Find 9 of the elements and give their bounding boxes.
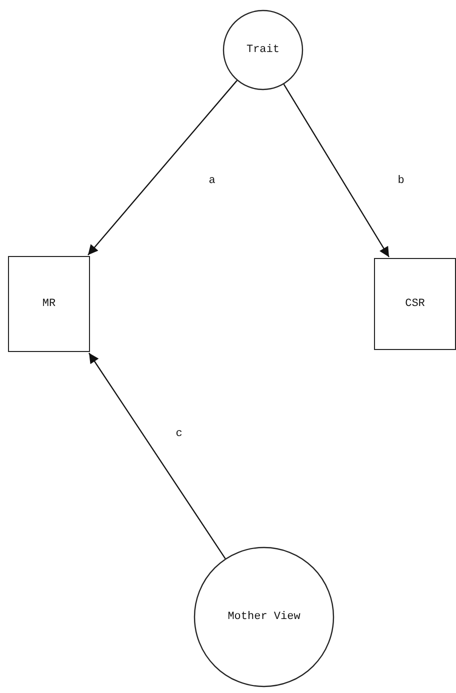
arrow — [283, 84, 390, 258]
rect-node — [8, 256, 90, 352]
arrow — [88, 352, 226, 559]
arrow — [88, 80, 238, 256]
rect-node — [374, 258, 456, 350]
node-label: Mother View — [228, 611, 300, 623]
node-label: Trait — [246, 44, 280, 56]
node-label: MR — [42, 298, 56, 310]
node-label: CSR — [405, 298, 425, 310]
